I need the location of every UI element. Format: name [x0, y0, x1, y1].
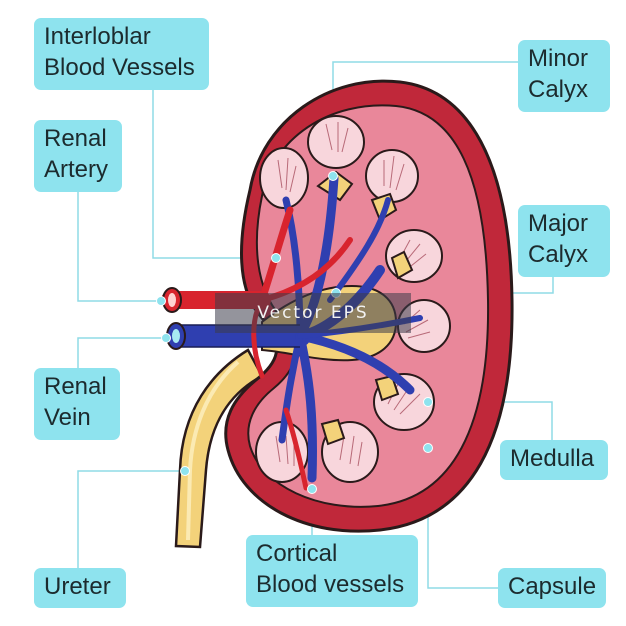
label-line: Blood Vessels — [44, 54, 195, 81]
label-line: Vein — [44, 404, 91, 431]
dot-medulla — [423, 397, 433, 407]
leader-renal-artery — [77, 190, 161, 302]
renal-artery-lumen — [168, 293, 176, 307]
label-line: Major — [528, 210, 589, 237]
dot-minor-calyx — [328, 171, 338, 181]
leader-ureter — [77, 470, 185, 570]
ureter-shape — [174, 348, 264, 549]
label-line: Calyx — [528, 241, 589, 268]
watermark: Vector EPS — [215, 293, 411, 333]
label-line: Minor — [528, 45, 589, 72]
label-ureter: Ureter — [34, 568, 126, 608]
label-renal-artery: Renal Artery — [34, 120, 122, 192]
dot-interlobar — [271, 253, 281, 263]
label-line: Cortical — [256, 540, 338, 567]
leader-interlobar — [152, 90, 276, 259]
label-line: Blood vessels — [256, 571, 405, 598]
label-interlobar-blood-vessels: Interloblar Blood Vessels — [34, 18, 209, 90]
label-line: Renal — [44, 373, 107, 400]
dot-ureter — [180, 466, 190, 476]
label-line: Ureter — [44, 573, 111, 600]
label-medulla: Medulla — [500, 440, 608, 480]
renal-vein-lumen — [172, 329, 180, 343]
dot-capsule — [423, 443, 433, 453]
label-line: Medulla — [510, 445, 595, 472]
dot-cortical — [307, 484, 317, 494]
pointer-dots — [156, 171, 433, 494]
dot-renal-artery — [156, 296, 166, 306]
label-line: Calyx — [528, 76, 589, 103]
label-line: Interloblar — [44, 23, 151, 50]
label-line: Renal — [44, 125, 107, 152]
label-line: Capsule — [508, 573, 597, 600]
ureter-highlight — [186, 360, 240, 541]
label-minor-calyx: Minor Calyx — [518, 40, 610, 112]
pyramid — [307, 115, 365, 169]
label-major-calyx: Major Calyx — [518, 205, 610, 277]
label-renal-vein: Renal Vein — [34, 368, 120, 440]
label-capsule: Capsule — [498, 568, 606, 608]
leader-renal-vein — [77, 337, 166, 372]
pyramid — [259, 147, 309, 209]
dot-renal-vein — [161, 333, 171, 343]
label-line: Artery — [44, 156, 109, 183]
label-cortical-blood-vessels: Cortical Blood vessels — [246, 535, 418, 607]
